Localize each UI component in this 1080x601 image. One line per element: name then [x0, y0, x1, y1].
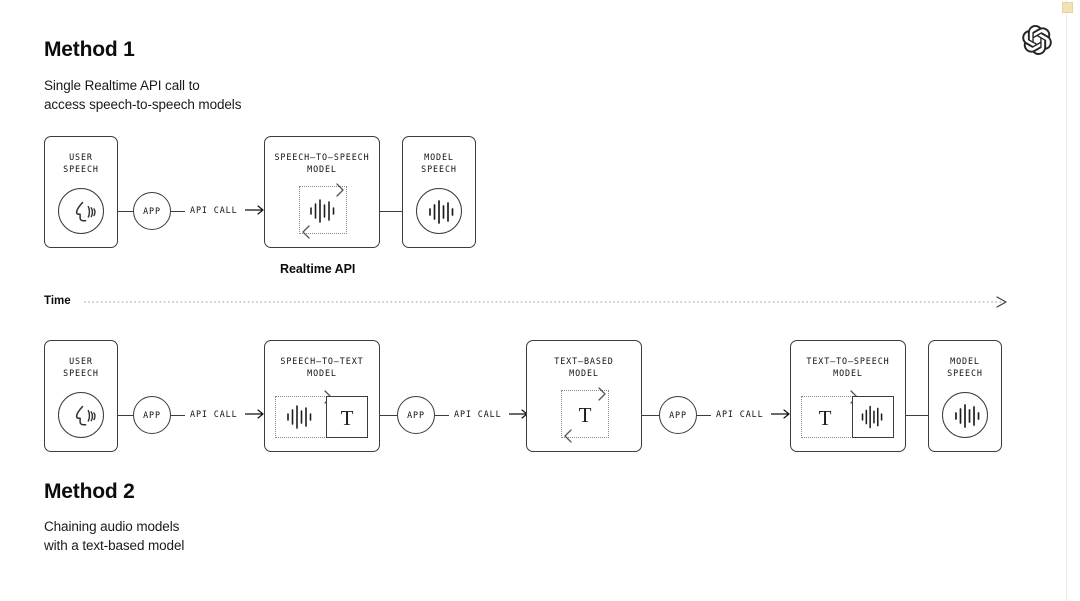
node-label: MODEL SPEECH [947, 356, 983, 379]
text-glyph: T [340, 406, 354, 430]
node-app-m1[interactable]: APP [133, 192, 171, 230]
text-output-box: T [326, 396, 368, 438]
connector-app2-to-apicall2-m2 [435, 415, 449, 417]
node-speech-to-speech-m1[interactable]: SPEECH–TO–SPEECH MODEL [264, 136, 380, 248]
waveform-output-box [852, 396, 894, 438]
speaking-head-icon [58, 392, 104, 438]
connector-app-to-apicall-m1 [171, 211, 185, 213]
openai-logo [1022, 25, 1052, 55]
node-label: MODEL SPEECH [421, 152, 457, 175]
waveform-to-text-icon [287, 390, 332, 429]
connector-app1-to-apicall1-m2 [171, 415, 185, 417]
connector-app3-to-apicall3-m2 [697, 415, 711, 417]
arrow-right-icon [244, 205, 264, 215]
node-label: USER SPEECH [63, 152, 99, 175]
node-label: SPEECH–TO–SPEECH MODEL [274, 152, 370, 175]
speaking-head-icon [58, 188, 104, 234]
text-loop-box [561, 390, 609, 438]
connector-s2t-to-app2-m2 [380, 415, 397, 417]
connector-tts-to-modelspeech-m2 [906, 415, 928, 417]
right-edge-rule [1066, 0, 1067, 601]
node-app-3-m2[interactable]: APP [659, 396, 697, 434]
api-call-text: API CALL [454, 409, 502, 419]
waveform-loop-icon [299, 186, 347, 234]
api-call-label-2-m2: API CALL [454, 409, 531, 419]
node-text-based-m2[interactable]: TEXT–BASED MODEL [526, 340, 642, 452]
api-call-text: API CALL [190, 205, 238, 215]
node-label: TEXT–TO–SPEECH MODEL [806, 356, 890, 379]
node-label: USER SPEECH [63, 356, 99, 379]
text-loop-icon: T [564, 387, 606, 443]
api-call-label-m1: API CALL [190, 205, 267, 215]
time-axis [84, 296, 1007, 308]
realtime-api-caption: Realtime API [280, 262, 356, 276]
node-label: SPEECH–TO–TEXT MODEL [280, 356, 364, 379]
method1-subtitle: Single Realtime API call to access speec… [44, 78, 242, 112]
method2-subtitle: Chaining audio models with a text-based … [44, 519, 185, 553]
connector-user-to-app1-m2 [118, 415, 134, 417]
scroll-marker [1062, 2, 1073, 13]
waveform-icon [942, 392, 988, 438]
waveform-icon [416, 188, 462, 234]
arrow-right-icon [770, 409, 790, 419]
api-call-text: API CALL [716, 409, 764, 419]
connector-s2s-to-modelspeech-m1 [380, 211, 402, 213]
waveform-loop-arrows [302, 183, 344, 239]
node-app-2-m2[interactable]: APP [397, 396, 435, 434]
method1-title: Method 1 [44, 38, 135, 61]
time-axis-label: Time [44, 295, 71, 307]
connector-user-to-app-m1 [118, 211, 134, 213]
node-label: TEXT–BASED MODEL [554, 356, 614, 379]
api-call-text: API CALL [190, 409, 238, 419]
node-app-1-m2[interactable]: APP [133, 396, 171, 434]
arrow-right-icon [244, 409, 264, 419]
method2-title: Method 2 [44, 480, 135, 503]
svg-text:T: T [819, 406, 832, 430]
api-call-label-1-m2: API CALL [190, 409, 267, 419]
connector-textbased-to-app3-m2 [642, 415, 659, 417]
api-call-label-3-m2: API CALL [716, 409, 793, 419]
svg-text:T: T [579, 403, 592, 427]
